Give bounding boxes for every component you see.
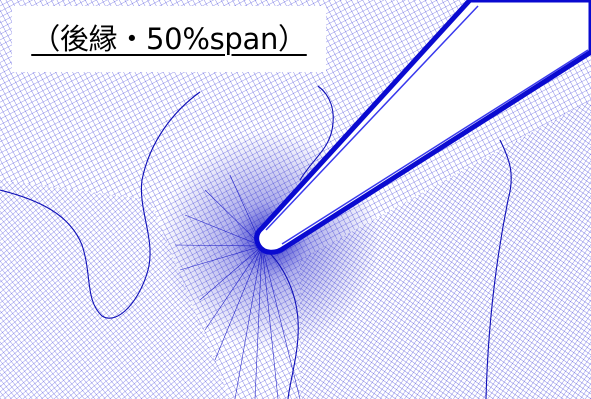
radial-fan-lines (174, 174, 301, 399)
mesh-field-left (0, 180, 230, 399)
blade-trailing-edge (254, 0, 591, 255)
caption-box: （後縁・50%span） (12, 6, 326, 72)
mesh-field-right (300, 100, 591, 399)
figure-caption: （後縁・50%span） (31, 21, 307, 56)
block-boundary-lines (0, 85, 512, 399)
blade-edge-inner (265, 5, 589, 245)
